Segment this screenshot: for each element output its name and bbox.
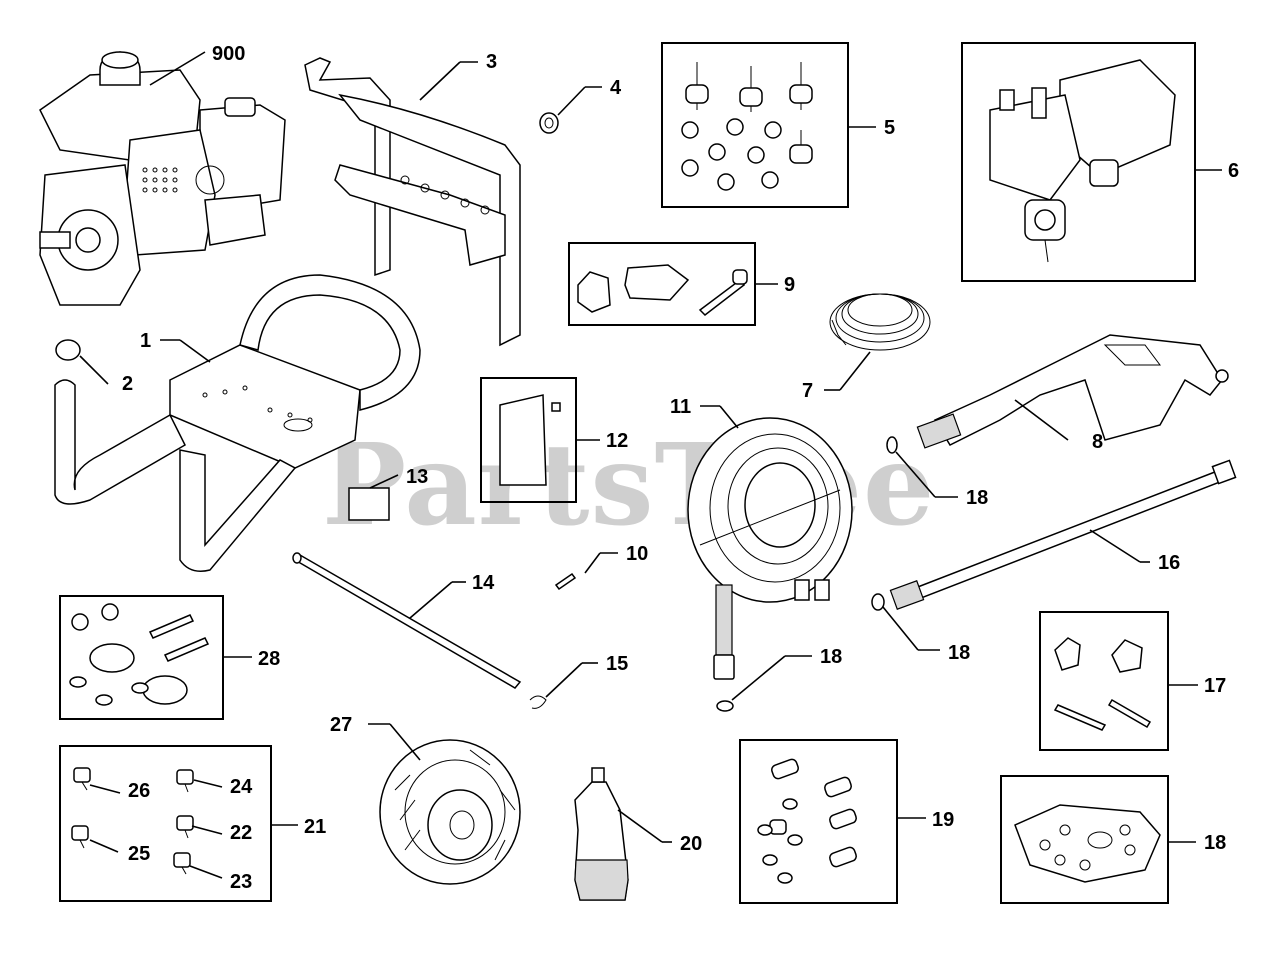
valve-kit-box[interactable] [59, 745, 272, 902]
callout-4: 4 [610, 77, 622, 99]
label-kit-part [499, 394, 561, 486]
callout-9: 9 [784, 274, 795, 296]
screw-kit-part [757, 758, 857, 884]
coil-hose-part[interactable] [829, 293, 931, 351]
decal-part[interactable] [348, 487, 390, 521]
mount-kit-box[interactable] [661, 42, 849, 208]
callout-11: 11 [670, 396, 691, 418]
callout-18b: 18 [948, 642, 970, 664]
handle-part[interactable] [304, 57, 521, 347]
callout-10: 10 [626, 543, 648, 565]
washer-part-a[interactable] [886, 436, 898, 454]
callout-17: 17 [1204, 675, 1226, 697]
hardware-kit-box[interactable] [59, 595, 224, 720]
cap-part[interactable] [55, 339, 81, 361]
callout-6: 6 [1228, 160, 1239, 182]
callout-2: 2 [122, 373, 133, 395]
callout-21: 21 [304, 816, 326, 838]
callout-1: 1 [140, 330, 151, 352]
clamp-kit-part [577, 264, 748, 316]
callout-24: 24 [230, 776, 253, 798]
bottle-part[interactable] [574, 767, 629, 901]
callout-13: 13 [406, 466, 428, 488]
callout-7: 7 [802, 380, 813, 402]
grommet-part[interactable] [539, 112, 559, 134]
screw-kit-box[interactable] [739, 739, 898, 904]
callout-16: 16 [1158, 552, 1180, 574]
mount-kit-part [681, 62, 813, 191]
pump-part [989, 59, 1176, 263]
callout-5: 5 [884, 117, 895, 139]
pump-box[interactable] [961, 42, 1196, 282]
engine-part[interactable] [39, 51, 286, 306]
axle-part[interactable] [292, 552, 522, 689]
callout-26: 26 [128, 780, 150, 802]
frame-part[interactable] [54, 274, 421, 572]
callout-25: 25 [128, 843, 150, 865]
hardware-kit-part [69, 603, 210, 706]
callout-23: 23 [230, 871, 252, 893]
callout-8: 8 [1092, 431, 1103, 453]
wand-part[interactable] [889, 459, 1237, 610]
callout-27: 27 [330, 714, 352, 736]
callout-18a: 18 [966, 487, 988, 509]
wheel-part[interactable] [379, 739, 521, 885]
washer-part-c[interactable] [716, 700, 734, 712]
callout-900: 900 [212, 43, 245, 65]
plate-kit-box[interactable] [1000, 775, 1169, 904]
knob-kit-part [1053, 637, 1152, 731]
clip-part[interactable] [529, 695, 547, 709]
callout-3: 3 [486, 51, 497, 73]
knob-kit-box[interactable] [1039, 611, 1169, 751]
spray-gun-part[interactable] [916, 334, 1229, 449]
callout-22: 22 [230, 822, 252, 844]
callout-20: 20 [680, 833, 702, 855]
washer-part-b[interactable] [871, 593, 885, 611]
callout-14: 14 [472, 572, 495, 594]
pin-part[interactable] [554, 572, 577, 591]
callout-12: 12 [606, 430, 628, 452]
plate-kit-part [1014, 804, 1161, 883]
hose-part[interactable] [687, 417, 853, 680]
callout-15: 15 [606, 653, 628, 675]
callout-18d: 18 [1204, 832, 1226, 854]
callout-19: 19 [932, 809, 954, 831]
callout-18c: 18 [820, 646, 842, 668]
valve-kit-part [71, 767, 194, 875]
callout-28: 28 [258, 648, 280, 670]
